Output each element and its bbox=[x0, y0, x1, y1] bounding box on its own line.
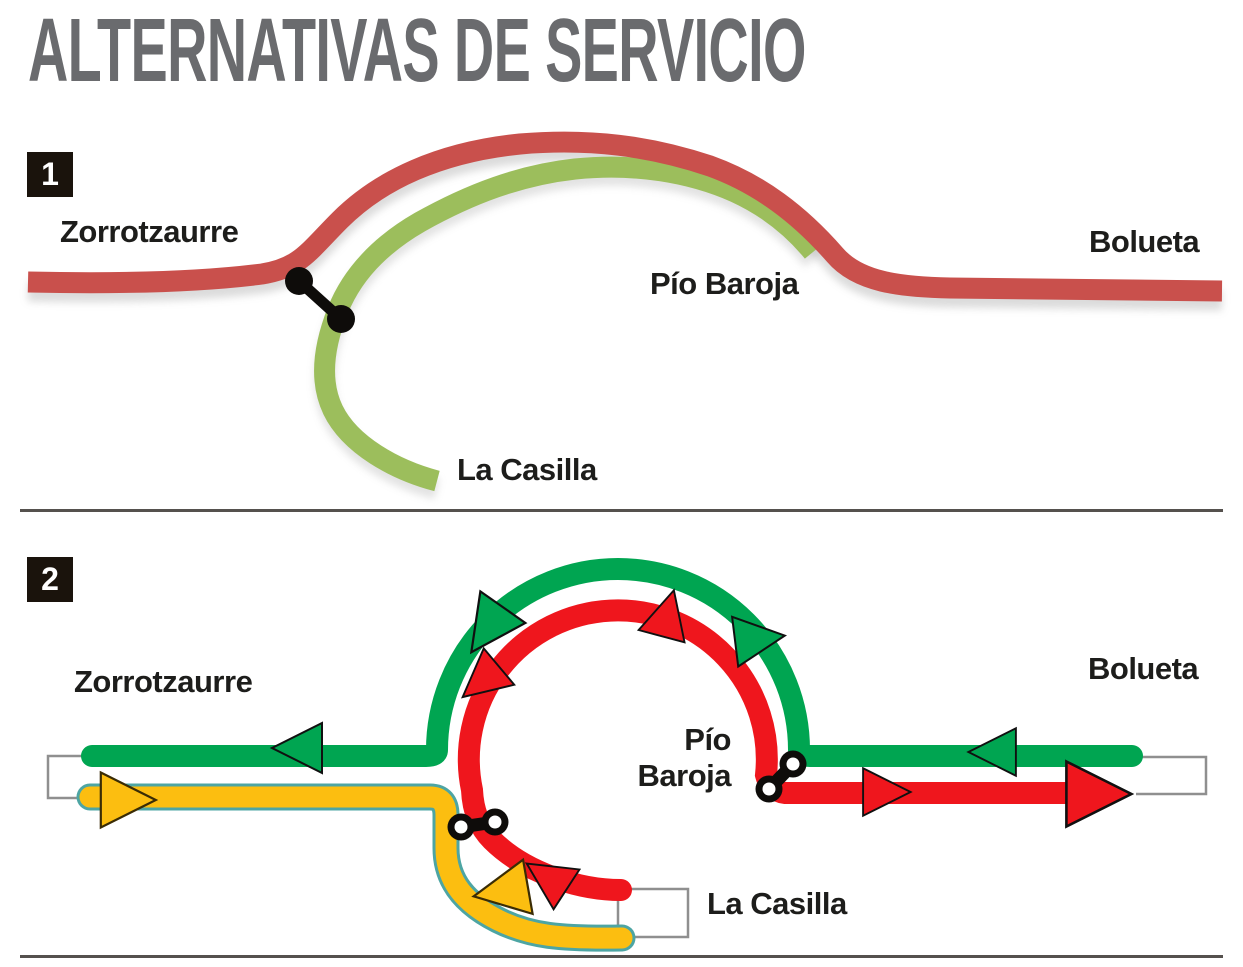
p2-yellow-arrow-east-left bbox=[99, 771, 157, 829]
p1-station-label-pio-baroja: Pío Baroja bbox=[650, 266, 799, 301]
p1-connection-link-icon bbox=[285, 267, 355, 333]
p2-bolueta-terminal-bracket bbox=[1136, 755, 1208, 796]
panel1-route-group bbox=[27, 131, 1223, 500]
panel1-number-badge: 1 bbox=[27, 152, 73, 197]
p2-red-arrow-east-mid bbox=[862, 767, 912, 817]
p1-green-line bbox=[313, 156, 822, 492]
p1-station-label-bolueta: Bolueta bbox=[1089, 224, 1200, 259]
page-title: ALTERNATIVAS DE SERVICIO bbox=[28, 1, 806, 101]
p2-red-line bbox=[457, 599, 1097, 901]
p2-link-icon-piobaroja-junction bbox=[755, 750, 807, 803]
p2-zorrotzaurre-terminal-bracket bbox=[46, 754, 88, 800]
p1-red-line bbox=[27, 131, 1223, 302]
panel2-route-group bbox=[46, 558, 1208, 938]
p2-station-label-la-casilla: La Casilla bbox=[707, 886, 847, 921]
panel-divider-top bbox=[20, 509, 1223, 512]
p1-green-shadow bbox=[313, 164, 822, 500]
p2-station-label-pio-baroja: Pío Baroja bbox=[550, 722, 732, 794]
p2-red-arrow-east-bolueta bbox=[1065, 760, 1133, 828]
p1-station-label-la-casilla: La Casilla bbox=[457, 452, 597, 487]
p2-green-line bbox=[81, 558, 1143, 767]
p2-green-arrow-west-right bbox=[967, 727, 1017, 777]
panel2-number-badge: 2 bbox=[27, 557, 73, 602]
p2-link-icon-lacasilla-junction bbox=[447, 808, 509, 841]
p2-station-label-zorrotzaurre: Zorrotzaurre bbox=[74, 664, 253, 699]
panel-divider-bottom bbox=[20, 955, 1223, 958]
p2-station-label-bolueta: Bolueta bbox=[1088, 651, 1199, 686]
p2-station-label-pio-line1: Pío bbox=[684, 722, 731, 757]
p1-station-label-zorrotzaurre: Zorrotzaurre bbox=[60, 214, 239, 249]
p2-station-label-pio-line2: Baroja bbox=[637, 758, 732, 793]
